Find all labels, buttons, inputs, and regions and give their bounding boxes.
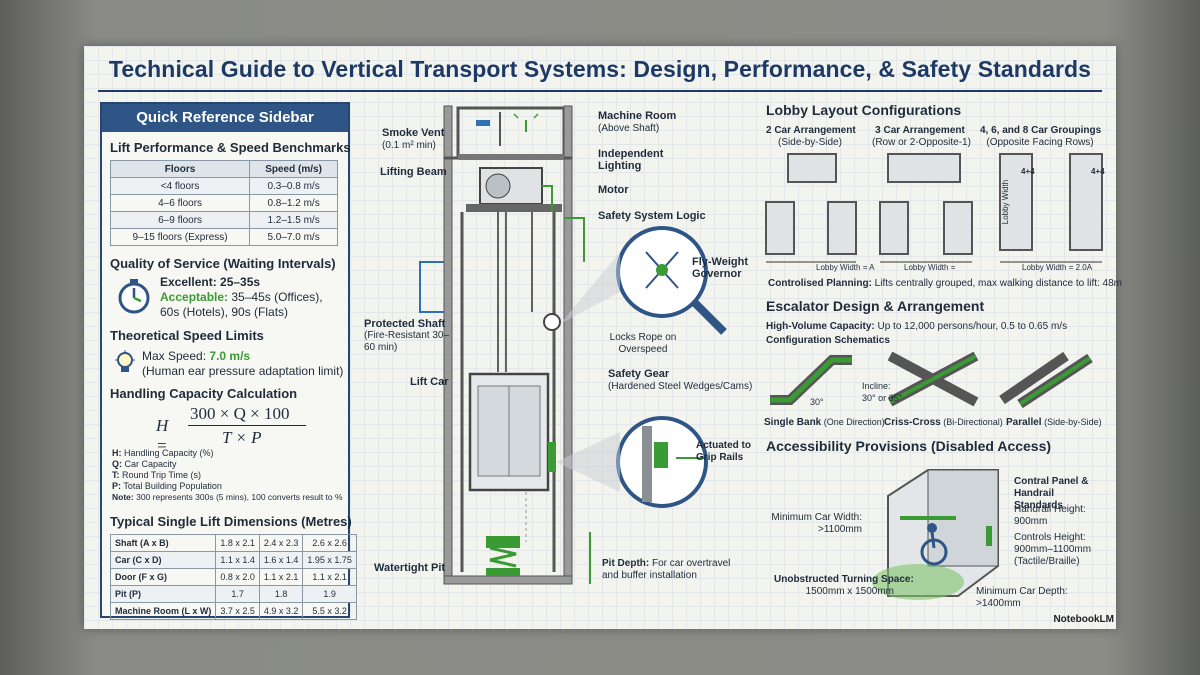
configuration-schematics: Configuration Schematics xyxy=(766,335,890,346)
angle-label: 30° xyxy=(810,397,824,407)
escalator-parallel: Parallel (Side-by-Side) xyxy=(1006,417,1102,428)
controls-label: Controls Height: 900mm–1100mm (Tactile/B… xyxy=(1014,532,1092,567)
locks-rope-label: Locks Rope on Overspeed xyxy=(609,332,677,355)
planning-note: Controlised Planning: Lifts centrally gr… xyxy=(768,278,1123,289)
lightbulb-icon xyxy=(115,350,135,372)
column-header: Floors xyxy=(109,160,251,178)
handrail-label: Handrail Height: 900mm xyxy=(1014,504,1086,527)
min-depth-label: Minimum Car Depth:>1400mm xyxy=(976,586,1068,609)
lobby-2car: 2 Car Arrangement(Side-by-Side) xyxy=(766,125,856,148)
speed-limits-title: Theoretical Speed Limits xyxy=(110,328,264,343)
table-cell: 4–6 floors xyxy=(109,194,251,212)
fraction-bar xyxy=(188,425,306,426)
lobby-width-b: Lobby Width = xyxy=(904,263,956,272)
title-divider xyxy=(98,90,1102,92)
definition-item: Q: Car Capacity xyxy=(112,459,177,469)
capacity-title: Handling Capacity Calculation xyxy=(110,386,298,401)
protected-shaft-label: Protected Shaft(Fire-Resistant 30–60 min… xyxy=(364,318,450,353)
escalator-single: Single Bank (One Direction) xyxy=(764,417,885,428)
accessible-car-diagram xyxy=(872,469,999,600)
lobby-width-a: Lobby Width = A xyxy=(816,263,875,272)
acceptable-more: 60s (Hotels), 90s (Flats) xyxy=(160,305,289,319)
column-header: Speed (m/s) xyxy=(249,160,338,178)
sidebar-heading: Quick Reference Sidebar xyxy=(102,104,348,132)
turning-label: Unobstructed Turning Space:1500mm x 1500… xyxy=(774,574,914,597)
car-tag: 4+4 xyxy=(1021,167,1035,176)
formula-denominator: T × P xyxy=(222,428,262,447)
quality-title: Quality of Service (Waiting Intervals) xyxy=(110,256,336,271)
table-cell: 5.0–7.0 m/s xyxy=(249,228,338,246)
table-cell: 1.2–1.5 m/s xyxy=(249,211,338,229)
table-cell: 9–15 floors (Express) xyxy=(109,228,251,246)
infographic-poster: Technical Guide to Vertical Transport Sy… xyxy=(84,46,1122,629)
formula-numerator: 300 × Q × 100 xyxy=(190,404,290,423)
min-width-label: Minimum Car Width:>1100mm xyxy=(771,512,862,535)
table-cell: 6–9 floors xyxy=(109,211,251,229)
safety-logic-label: Safety System Logic xyxy=(598,210,706,222)
incline-label: Incline: 30° or 35° xyxy=(862,381,903,403)
page-title: Technical Guide to Vertical Transport Sy… xyxy=(108,56,1092,82)
escalator-criss: Criss-Cross (Bi-Directional) xyxy=(884,417,1003,428)
lifting-beam-label: Lifting Beam xyxy=(380,166,447,178)
table-cell: 0.8–1.2 m/s xyxy=(249,194,338,212)
table-row: Floors Speed (m/s) xyxy=(109,160,338,178)
quick-reference-sidebar: Quick Reference Sidebar Lift Performance… xyxy=(100,102,357,620)
acceptable-value: 35–45s (Offices), xyxy=(231,290,323,304)
escalator-title: Escalator Design & Arrangement xyxy=(766,298,985,314)
lobby-grouping: 4, 6, and 8 Car Groupings(Opposite Facin… xyxy=(980,125,1102,148)
lobby-title: Lobby Layout Configurations xyxy=(766,102,962,118)
lift-car-label: Lift Car xyxy=(410,376,449,388)
definition-item: H: Handling Capacity (%) xyxy=(112,448,214,458)
lobby-schematics xyxy=(765,153,1103,263)
excellent-interval: Excellent: 25–35s xyxy=(160,275,261,289)
max-speed: Max Speed: 7.0 m/s xyxy=(142,350,250,362)
lobby-depth-label: Lobby Width xyxy=(1001,179,1011,225)
watertight-pit-label: Watertight Pit xyxy=(374,562,446,574)
escalator-capacity: High-Volume Capacity: Up to 12,000 perso… xyxy=(766,321,1068,332)
acceptable-label: Acceptable: xyxy=(160,290,229,304)
max-speed-label: Max Speed: xyxy=(142,349,207,363)
notebooklm-logo: NotebookLM xyxy=(1053,614,1114,625)
acceptable-interval: Acceptable: 35–45s (Offices), xyxy=(160,291,323,303)
machine-room-label: Machine Room(Above Shaft) xyxy=(598,110,677,134)
table-cell: <4 floors xyxy=(109,177,251,195)
dimensions-title: Typical Single Lift Dimensions (Metres) xyxy=(110,514,352,529)
lobby-3car: 3 Car Arrangement(Row or 2-Opposite-1) xyxy=(872,125,971,148)
governor-label: Fly-Weight Governor xyxy=(692,256,749,280)
motor-label: Motor xyxy=(598,184,629,196)
capacity-definitions: H: Handling Capacity (%) Q: Car Capacity… xyxy=(112,448,343,503)
safety-gear-label: Safety Gear(Hardened Steel Wedges/Cams) xyxy=(608,368,753,392)
smoke-vent-label: Smoke Vent(0.1 m² min) xyxy=(382,127,445,151)
definition-item: P: Total Building Population xyxy=(112,481,222,491)
definition-item: T: Round Trip Time (s) xyxy=(112,470,202,480)
car-tag: 4+4 xyxy=(1091,167,1105,176)
max-speed-note: (Human ear pressure adaptation limit) xyxy=(142,364,344,378)
pit-depth-label: Pit Depth: For car overtravel and buffer… xyxy=(602,558,731,581)
max-speed-value: 7.0 m/s xyxy=(209,349,251,363)
independent-lighting-label: Independent Lighting xyxy=(598,148,664,172)
formula-lhs: H = xyxy=(156,416,169,455)
definition-note: Note: 300 represents 300s (5 mins), 100 … xyxy=(112,492,343,502)
lobby-width-c: Lobby Width = 2.0A xyxy=(1022,263,1093,272)
table-cell: 0.3–0.8 m/s xyxy=(249,177,338,195)
access-title: Accessibility Provisions (Disabled Acces… xyxy=(766,438,1052,454)
benchmarks-title: Lift Performance & Speed Benchmarks xyxy=(110,140,351,155)
actuated-label: Actuated to Grip Rails xyxy=(696,440,751,463)
lift-shaft-diagram xyxy=(419,105,727,585)
table-row: 9–15 floors (Express)5.0–7.0 m/s xyxy=(109,228,338,246)
panel-label: Contral Panel & Handrail Standards xyxy=(1014,476,1089,511)
stopwatch-icon xyxy=(118,279,150,314)
escalator-schematics xyxy=(770,351,1093,409)
